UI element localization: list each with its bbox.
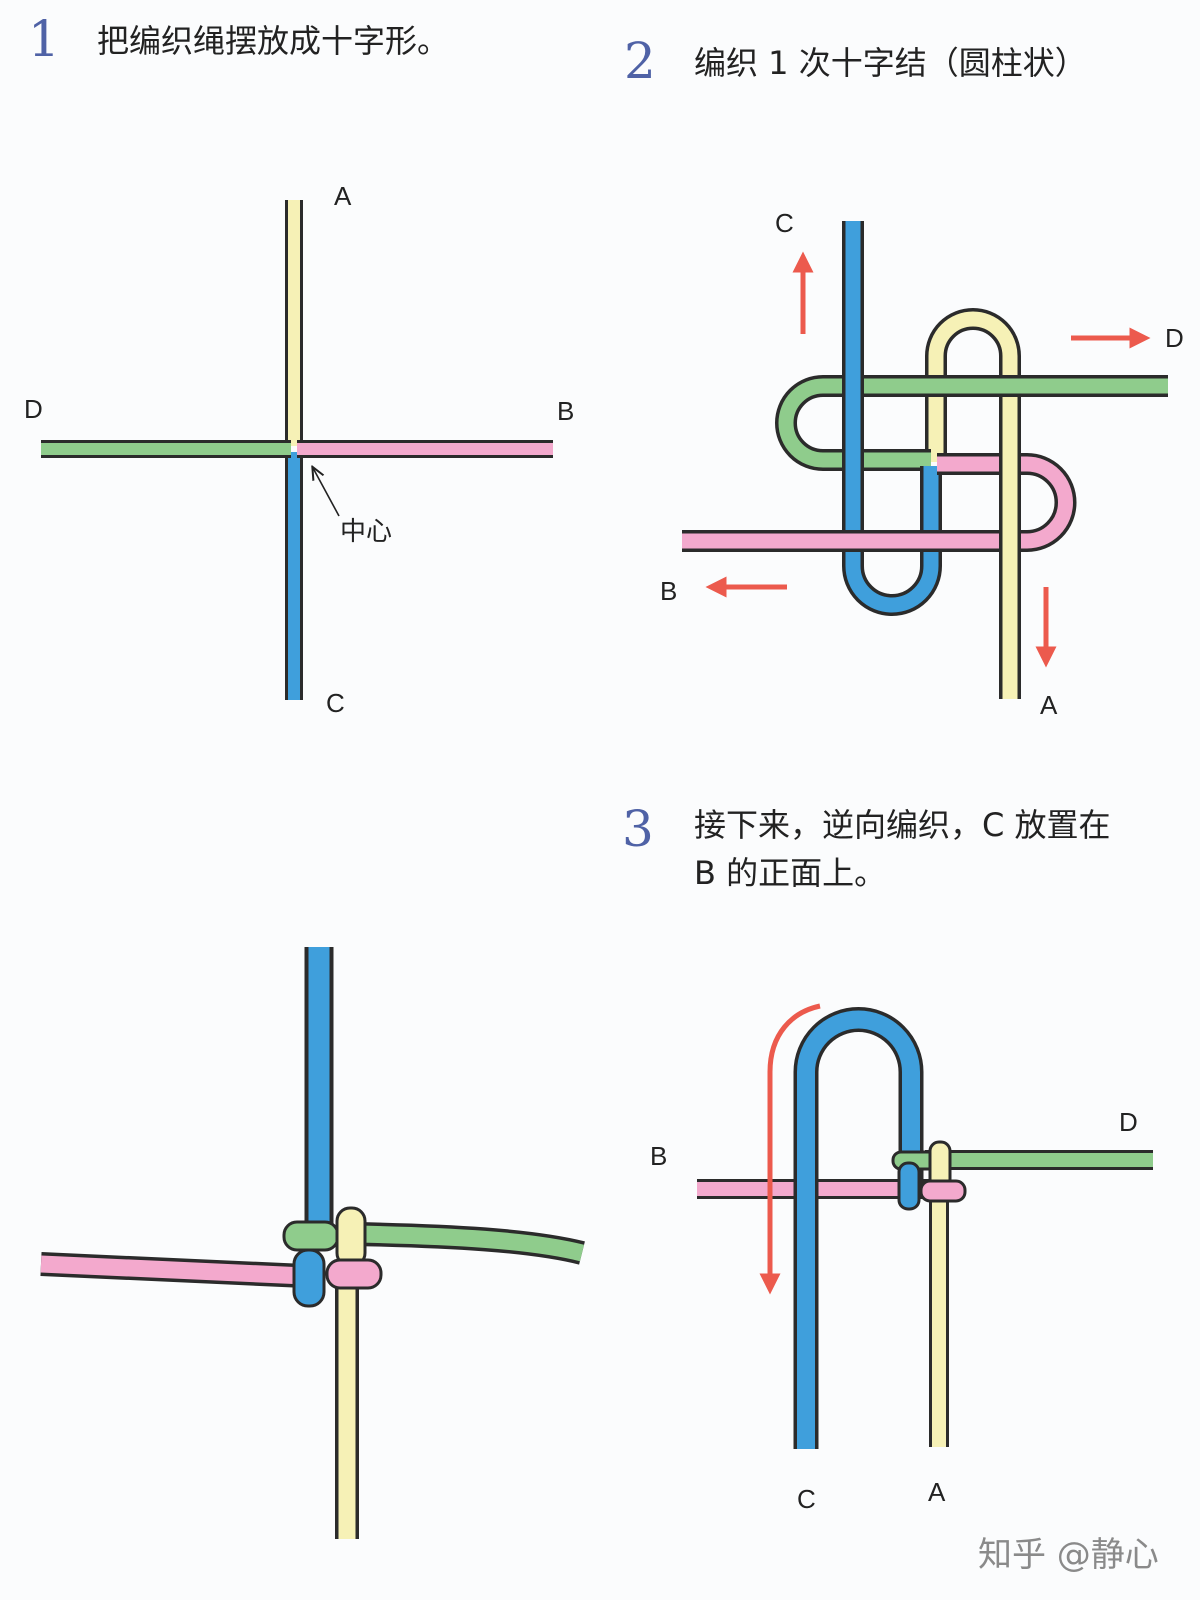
label-b: B [660,576,677,606]
knot-loop-blue [897,1161,921,1211]
knot-loop-green [282,1220,340,1252]
step-3-number: 3 [622,800,654,858]
label-b: B [650,1141,667,1171]
label-a: A [1040,690,1058,720]
label-d: D [1119,1107,1138,1137]
label-a: A [334,181,352,211]
step-3-instruction-line-1: 接下来，逆向编织，C 放置在 [694,806,1111,844]
label-a: A [928,1477,946,1507]
knot [891,1140,967,1211]
label-d: D [24,394,43,424]
step-1-number: 1 [28,10,60,68]
diagram-2-crown-knot: C D B A [660,208,1184,720]
diagram-3-reverse-weave: B D C A [650,1003,1153,1514]
knot-loop-pink [919,1179,967,1203]
cord-c-blue [842,221,942,616]
step-2-instruction: 编织 1 次十字结（圆柱状） [694,44,1087,82]
cord-d-green [775,375,1168,471]
center-label: 中心 [340,517,392,547]
diagram-4-finished-knot [40,947,585,1539]
step-2-number: 2 [624,32,656,90]
knot-loop-yellow [335,1206,367,1268]
label-c: C [326,688,345,718]
center-pointer-arrow [313,468,340,517]
knot-loop-blue [292,1248,326,1308]
curved-arrow-down-icon [759,1003,821,1295]
diagram-1-cross: A D B C 中心 [24,181,574,718]
label-c: C [775,208,794,238]
step-1-instruction: 把编织绳摆放成十字形。 [97,22,449,60]
knot-loop-pink [325,1258,383,1290]
label-b: B [557,396,574,426]
cord-d-green [354,1222,585,1265]
knot [282,1206,383,1308]
cord-c-blue [793,1007,924,1449]
cord-a-yellow [925,308,1021,699]
cord-b-pink [682,453,1077,552]
label-c: C [797,1484,816,1514]
step-3-instruction-line-2: B 的正面上。 [694,854,886,892]
watermark: 知乎 @静心 [978,1535,1159,1575]
label-d: D [1165,323,1184,353]
cord-b-pink [40,1252,306,1288]
